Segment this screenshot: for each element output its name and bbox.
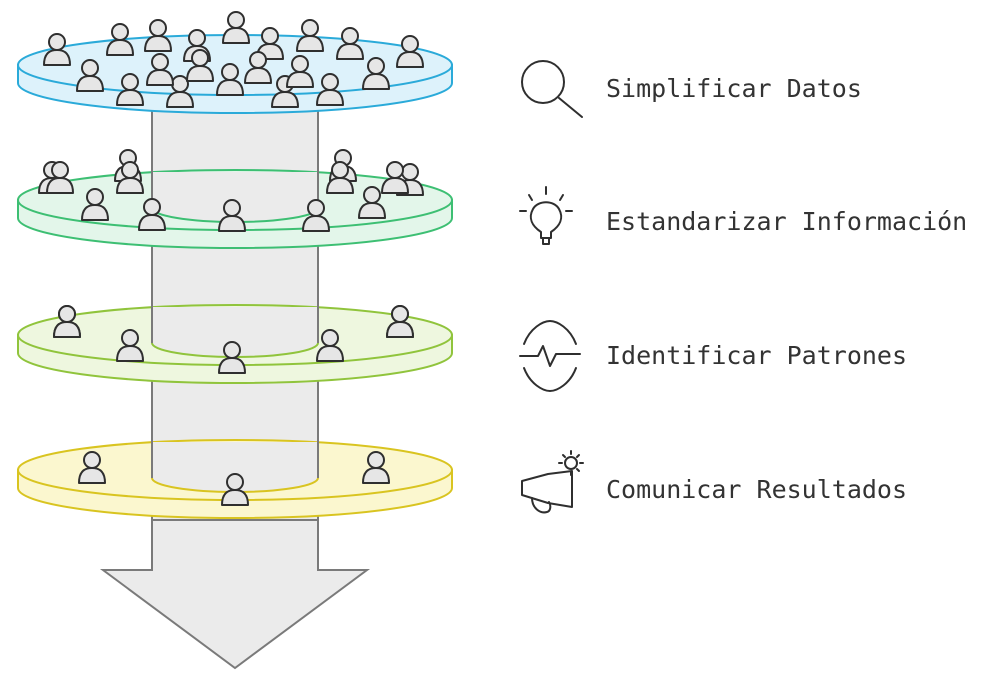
person-icon [362, 57, 390, 90]
person-icon [46, 161, 74, 194]
person-icon [326, 161, 354, 194]
person-icon [256, 27, 284, 60]
person-icon [106, 23, 134, 56]
stage-label-estandarizar-informacion: Estandarizar Información [606, 207, 967, 236]
person-icon [216, 63, 244, 96]
person-icon [244, 51, 272, 84]
person-icon [146, 53, 174, 86]
person-icon [81, 188, 109, 221]
person-icon [78, 451, 106, 484]
megaphone-icon [521, 450, 584, 514]
person-icon [116, 161, 144, 194]
cylinder-edge [151, 306, 319, 343]
person-icon [296, 19, 324, 52]
person-icon [166, 75, 194, 108]
stage-label-simplificar-datos: Simplificar Datos [606, 74, 862, 103]
person-icon [53, 305, 81, 338]
cylinder-edge [151, 441, 319, 478]
person-icon [358, 186, 386, 219]
person-icon [221, 473, 249, 506]
person-icon [336, 27, 364, 60]
down-arrow [99, 519, 371, 670]
people-group [38, 11, 424, 506]
pulse-icon [519, 320, 581, 392]
person-icon [218, 199, 246, 232]
magnifying-glass-icon [521, 60, 583, 118]
person-icon [144, 19, 172, 52]
stage-label-comunicar-resultados: Comunicar Resultados [606, 475, 907, 504]
person-icon [76, 59, 104, 92]
stage-label-identificar-patrones: Identificar Patrones [606, 341, 907, 370]
person-icon [138, 198, 166, 231]
lightbulb-icon [519, 186, 573, 245]
person-icon [381, 161, 409, 194]
person-icon [302, 199, 330, 232]
person-icon [43, 33, 71, 66]
person-icon [386, 305, 414, 338]
person-icon [362, 451, 390, 484]
person-icon [286, 55, 314, 88]
person-icon [218, 341, 246, 374]
person-icon [116, 73, 144, 106]
person-icon [116, 329, 144, 362]
person-icon [186, 49, 214, 82]
person-icon [316, 73, 344, 106]
person-icon [316, 329, 344, 362]
person-icon [396, 35, 424, 68]
person-icon [222, 11, 250, 44]
